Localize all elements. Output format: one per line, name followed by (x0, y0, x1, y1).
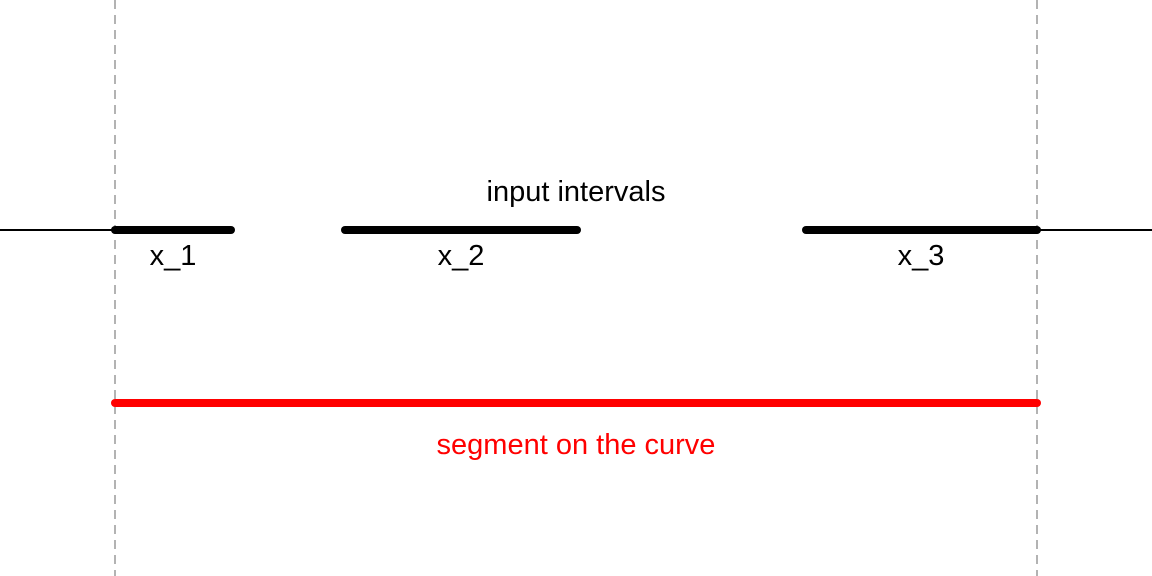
segment-label: segment on the curve (437, 429, 716, 461)
title-label: input intervals (487, 176, 666, 208)
interval-label-x1: x_1 (150, 240, 197, 272)
interval-label-x3: x_3 (898, 240, 945, 272)
interval-label-x2: x_2 (438, 240, 485, 272)
